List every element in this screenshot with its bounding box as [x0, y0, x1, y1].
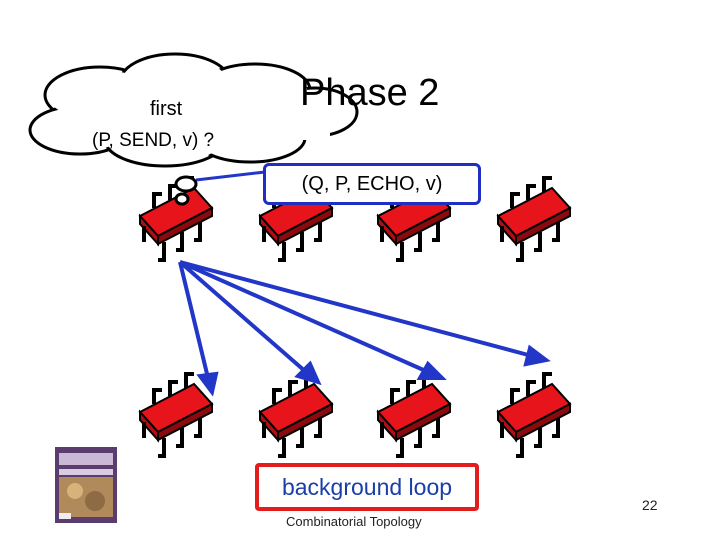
slide-title: Phase 2: [300, 72, 440, 114]
background-loop-box: background loop: [255, 463, 479, 511]
chip-icon: [496, 176, 572, 262]
chip-icon: [376, 372, 452, 458]
chip-icon: [496, 372, 572, 458]
book-cover-image: [55, 447, 117, 523]
thought-text-send: (P, SEND, v) ?: [92, 130, 215, 151]
thought-text-first: first: [150, 98, 183, 120]
chip-icon: [138, 372, 214, 458]
page-number: 22: [642, 497, 658, 513]
chip-icon: [258, 372, 334, 458]
chip-icon: [138, 176, 214, 262]
footer-text: Combinatorial Topology: [286, 514, 422, 529]
thought-bubble: [174, 192, 190, 206]
echo-message-box: (Q, P, ECHO, v): [263, 163, 481, 205]
echo-pointer: [195, 170, 266, 182]
broadcast-arrows: [178, 260, 551, 397]
thought-bubble: [174, 175, 198, 193]
